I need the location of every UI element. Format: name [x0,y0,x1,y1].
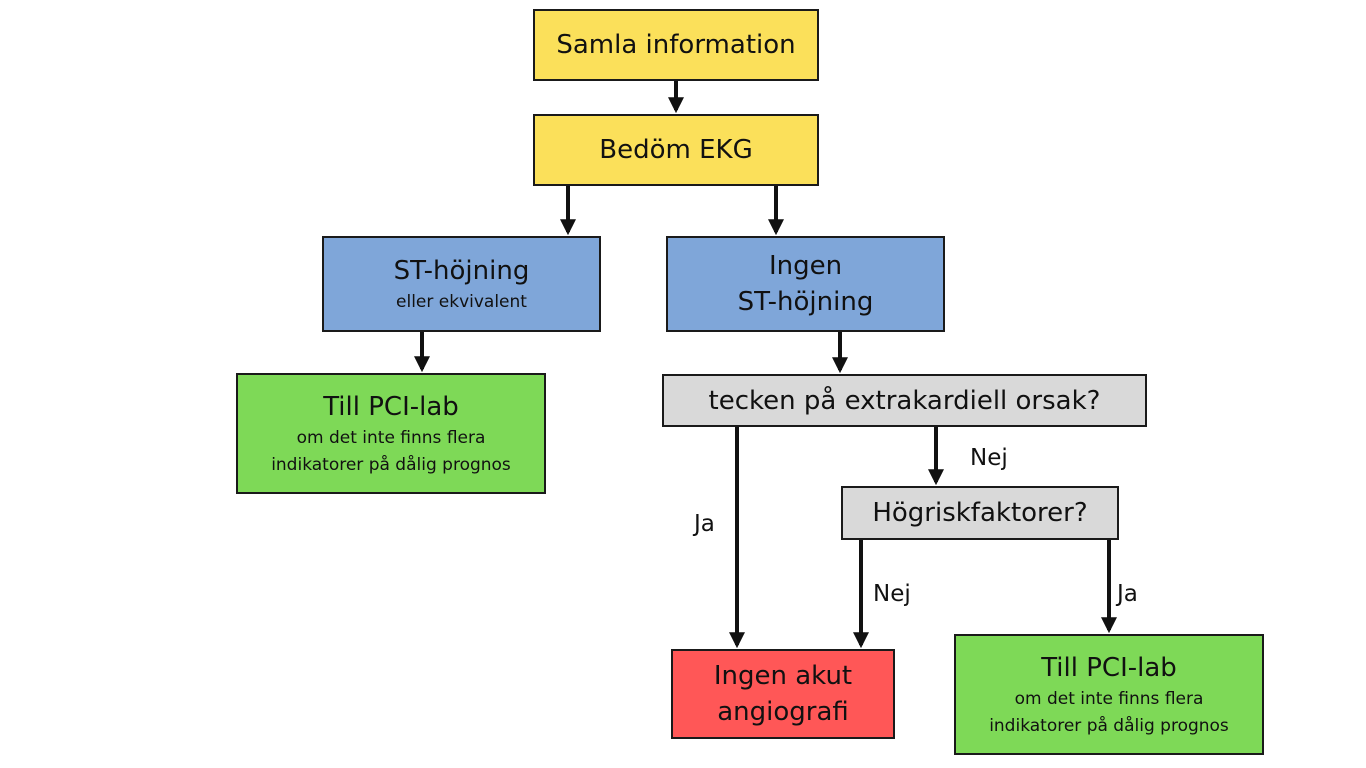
node-st-hojning: ST-höjning eller ekvivalent [322,236,601,332]
node-title: Till PCI-lab [1041,652,1177,683]
node-title-line1: Ingen [768,251,843,281]
node-hogriskfaktorer: Högriskfaktorer? [841,486,1119,540]
node-line2: indikatorer på dålig prognos [271,454,511,475]
node-till-pci-lab-left: Till PCI-lab om det inte finns flera ind… [236,373,546,494]
node-title: Till PCI-lab [323,391,459,422]
node-title-line2: ST-höjning [737,287,874,317]
label-ja-high-risk: Ja [1117,581,1138,607]
label-ja-extracardiac: Ja [694,511,715,537]
node-ingen-st-hojning: Ingen ST-höjning [666,236,945,332]
label-nej-high-risk: Nej [873,581,911,607]
node-title: Samla information [556,30,796,60]
node-title: Högriskfaktorer? [872,498,1088,528]
node-ingen-akut-angiografi: Ingen akut angiografi [671,649,895,739]
node-title-line1: Ingen akut [713,661,853,691]
node-line1: om det inte finns flera [1014,688,1204,709]
node-line2: indikatorer på dålig prognos [989,715,1229,736]
node-bedom-ekg: Bedöm EKG [533,114,819,186]
node-title: tecken på extrakardiell orsak? [708,385,1101,416]
node-title: ST-höjning [393,255,530,286]
node-title-line2: angiografi [717,697,849,727]
node-line1: om det inte finns flera [296,427,486,448]
node-samla-information: Samla information [533,9,819,81]
label-nej-extracardiac: Nej [970,445,1008,471]
node-till-pci-lab-right: Till PCI-lab om det inte finns flera ind… [954,634,1264,755]
node-subtitle: eller ekvivalent [396,291,527,312]
node-title: Bedöm EKG [599,135,753,165]
node-extrakardiell-orsak: tecken på extrakardiell orsak? [662,374,1147,427]
